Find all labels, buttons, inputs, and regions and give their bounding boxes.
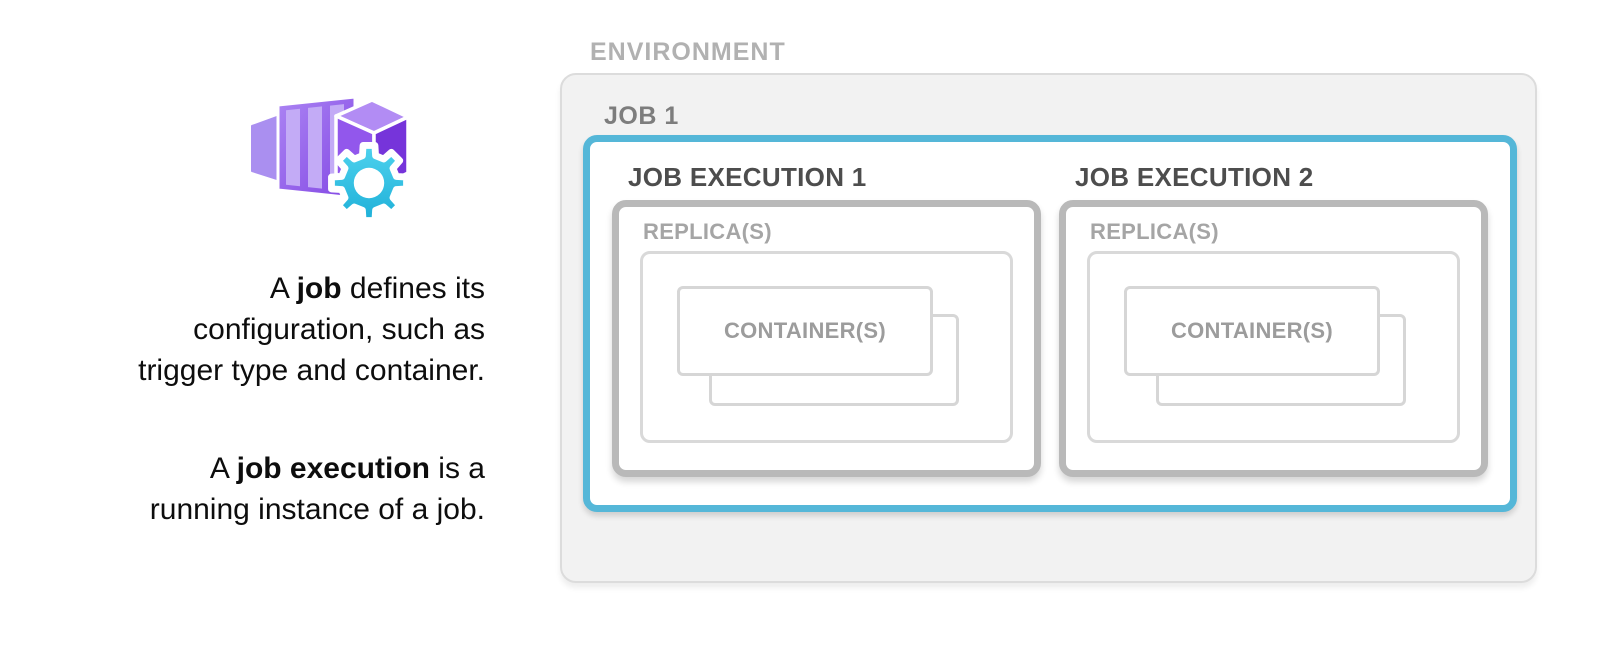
replica-label: REPLICA(S) [1090, 219, 1219, 244]
container-front-box: CONTAINER(S) [1124, 286, 1380, 376]
gear-icon [328, 142, 410, 224]
job-execution-2-label: JOB EXECUTION 2 [1075, 162, 1314, 192]
job-execution-column-1: JOB EXECUTION 1 REPLICA(S) CONTAINER(S) [612, 162, 1041, 505]
replica-box: CONTAINER(S) [640, 251, 1013, 443]
replica-label: REPLICA(S) [643, 219, 772, 244]
environment-label: ENVIRONMENT [590, 38, 786, 66]
text-line: A job defines its [269, 272, 485, 305]
container-gear-icon [251, 95, 410, 224]
job-execution-1-box: REPLICA(S) CONTAINER(S) [612, 200, 1041, 477]
text-line: configuration, such as [193, 313, 485, 346]
job-execution-1-label: JOB EXECUTION 1 [628, 162, 867, 192]
text-line: A job execution is a [209, 452, 485, 485]
container-label: CONTAINER(S) [723, 318, 887, 343]
replica-box: CONTAINER(S) [1087, 251, 1460, 443]
job-label: JOB 1 [604, 102, 679, 130]
container-label: CONTAINER(S) [1170, 318, 1334, 343]
job-execution-column-2: JOB EXECUTION 2 REPLICA(S) CONTAINER(S) [1059, 162, 1488, 505]
job-execution-2-box: REPLICA(S) CONTAINER(S) [1059, 200, 1488, 477]
text-line: trigger type and container. [138, 354, 485, 387]
description-text: A job defines its configuration, such as t… [40, 268, 485, 530]
text-spacer [40, 391, 485, 448]
environment-box: JOB 1 JOB EXECUTION 1 REPLICA(S) CONTAIN… [560, 73, 1537, 583]
container-apps-job-icon [248, 86, 412, 226]
text-line: running instance of a job. [149, 493, 485, 526]
job-box: JOB EXECUTION 1 REPLICA(S) CONTAINER(S) … [583, 135, 1517, 512]
container-front-box: CONTAINER(S) [677, 286, 933, 376]
